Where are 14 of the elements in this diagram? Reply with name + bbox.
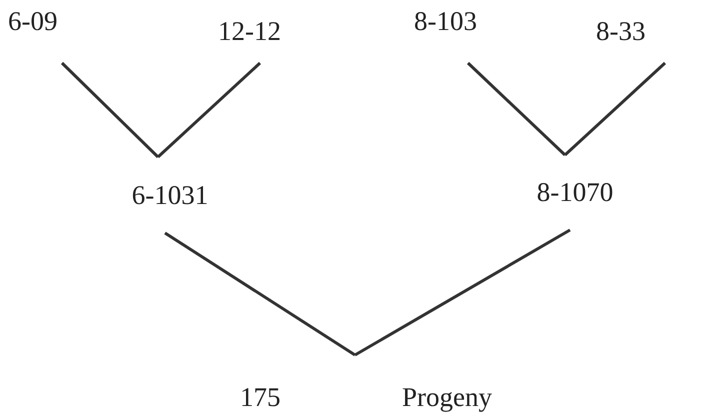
plant-label: 6-1031 <box>132 182 208 208</box>
plant-label: 175 <box>239 384 280 411</box>
plant-label: 8-1070 <box>536 179 614 206</box>
pedigree-line <box>156 62 262 158</box>
plant-label: 8-103 <box>414 8 477 35</box>
plant-label: Progeny <box>402 384 492 411</box>
pedigree-line <box>564 62 666 156</box>
plant-label: 6-09 <box>8 8 58 35</box>
pedigree-line <box>164 232 356 356</box>
pedigree-line <box>466 62 566 156</box>
pedigree-line <box>354 228 571 356</box>
pedigree-line <box>60 62 160 158</box>
plant-label: 8-33 <box>596 18 646 45</box>
plant-label: 12-12 <box>218 18 281 45</box>
